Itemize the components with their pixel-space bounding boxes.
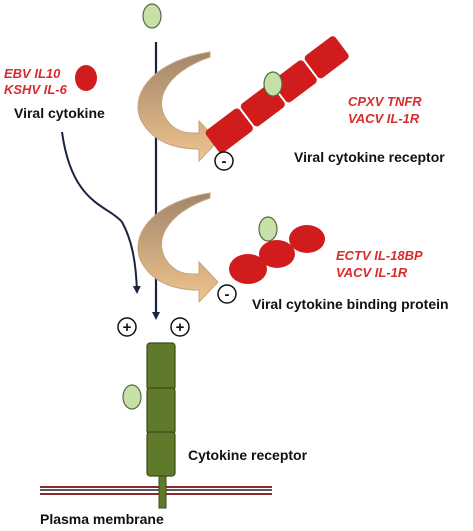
viral-cytokine-example-1: EBV IL10: [4, 66, 61, 81]
cytokine-receptor: [146, 342, 176, 509]
viral-cytokine-label: Viral cytokine: [14, 105, 105, 121]
binding-protein-example-1: ECTV IL-18BP: [336, 248, 423, 263]
host-cytokine: [142, 3, 162, 29]
curved-arrow-binding-protein: [137, 192, 219, 304]
viral-cytokine: [75, 65, 97, 91]
viral-cytokine-arrow: [61, 131, 141, 294]
binding-protein-cytokine: [258, 216, 278, 242]
plasma-membrane: [40, 486, 272, 495]
bound-cytokine: [122, 384, 142, 410]
svg-text:+: +: [176, 319, 185, 336]
inhibition-sign-receptor: -: [214, 151, 234, 171]
activation-sign-right: +: [170, 317, 190, 337]
viral-cytokine-binding-protein-label: Viral cytokine binding protein: [252, 296, 449, 312]
activation-sign-left: +: [117, 317, 137, 337]
viral-cytokine-example-2: KSHV IL-6: [4, 82, 68, 97]
curved-arrow-receptor: [137, 51, 219, 163]
svg-text:-: -: [225, 286, 230, 303]
binding-protein-example-2: VACV IL-1R: [336, 265, 408, 280]
cytokine-receptor-label: Cytokine receptor: [188, 447, 308, 463]
receptor-bound-cytokine: [263, 71, 283, 97]
viral-cytokine-binding-protein: [229, 225, 325, 284]
viral-cytokine-receptor-label: Viral cytokine receptor: [294, 149, 445, 165]
receptor-example-1: CPXV TNFR: [348, 94, 422, 109]
plasma-membrane-label: Plasma membrane: [40, 511, 164, 527]
receptor-example-2: VACV IL-1R: [348, 111, 420, 126]
inhibition-sign-binding-protein: -: [217, 284, 237, 304]
svg-text:+: +: [123, 319, 132, 336]
svg-text:-: -: [222, 153, 227, 170]
